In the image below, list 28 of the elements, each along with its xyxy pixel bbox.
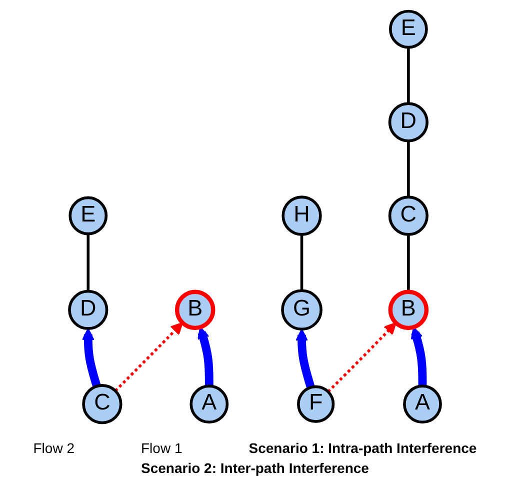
arrow <box>82 328 101 388</box>
node-circle: A <box>403 384 442 424</box>
node-circle: D <box>388 102 428 142</box>
node-circle: E <box>68 196 108 236</box>
node-circle: C <box>82 384 122 424</box>
arrow <box>114 322 184 392</box>
node-circle: B <box>388 290 429 330</box>
scenario-caption: Scenario 1: Intra-path Interference <box>248 440 477 456</box>
node-circle: B <box>174 290 216 330</box>
flow-label: Flow 1 <box>141 440 182 456</box>
flow-label: Flow 2 <box>33 440 74 456</box>
arrow <box>327 322 396 393</box>
connector <box>86 234 90 292</box>
node-circle: H <box>282 196 322 236</box>
connector <box>407 47 410 104</box>
node-circle: E <box>389 10 428 49</box>
node-circle: G <box>281 289 322 331</box>
arrow <box>296 328 315 389</box>
scenario-caption: Scenario 2: Inter-path Interference <box>141 460 369 476</box>
connector <box>300 234 304 291</box>
node-circle: A <box>190 384 229 424</box>
node-circle: F <box>297 385 335 423</box>
connector <box>407 234 410 292</box>
connector <box>407 140 410 198</box>
node-circle: D <box>68 290 108 330</box>
arrow <box>410 326 427 386</box>
arrow <box>197 326 214 386</box>
node-circle: C <box>388 196 428 236</box>
